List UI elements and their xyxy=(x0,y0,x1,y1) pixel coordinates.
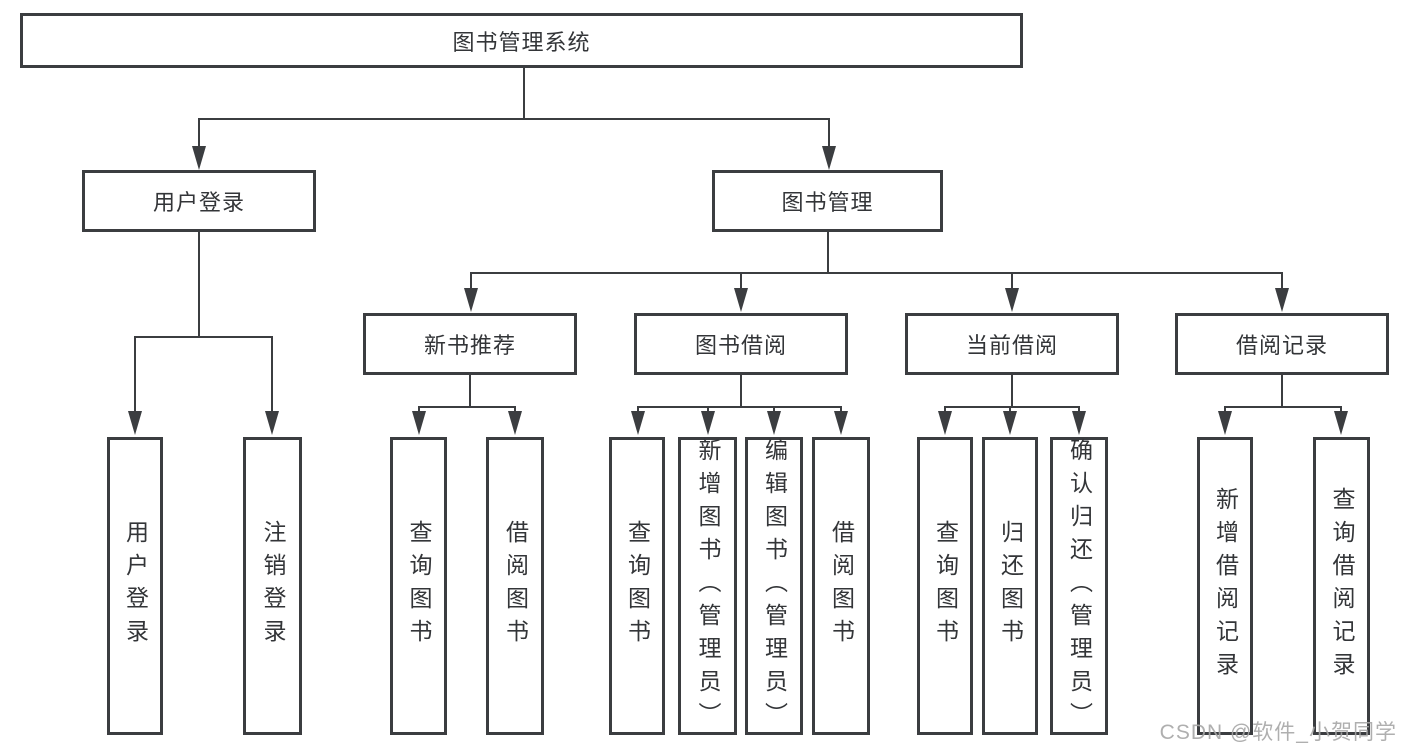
arrowhead-leaf-logout xyxy=(265,411,279,435)
leaf-query-books-newrec: 查询图书 xyxy=(390,437,447,735)
connector-root-bar xyxy=(198,118,830,120)
connector-drop-leaf-logout xyxy=(271,336,273,415)
connector-drop-l11 xyxy=(1078,406,1080,415)
connector-currentborrow-bar xyxy=(944,406,1080,408)
connector-userlogin-bar xyxy=(134,336,273,338)
node-book-borrow: 图书借阅 xyxy=(634,313,848,375)
node-borrow-records: 借阅记录 xyxy=(1175,313,1389,375)
leaf-add-books-admin: 新增图书（管理员） xyxy=(678,437,737,735)
node-book-management: 图书管理 xyxy=(712,170,943,232)
arrowhead-book-borrow xyxy=(734,288,748,312)
leaf-label: 新增图书（管理员） xyxy=(695,437,721,735)
connector-currentborrow-stub xyxy=(1011,375,1013,408)
leaf-user-login: 用户登录 xyxy=(107,437,163,735)
leaf-borrow-books: 借阅图书 xyxy=(812,437,870,735)
arrowhead-l11 xyxy=(1072,411,1086,435)
leaf-query-borrow-record: 查询借阅记录 xyxy=(1313,437,1370,735)
leaf-logout: 注销登录 xyxy=(243,437,302,735)
leaf-query-books-current: 查询图书 xyxy=(917,437,973,735)
connector-drop-new-books xyxy=(470,272,472,290)
connector-drop-l9 xyxy=(944,406,946,415)
connector-drop-book-mgmt xyxy=(828,118,830,148)
arrowhead-l8 xyxy=(834,411,848,435)
arrowhead-leaf-login xyxy=(128,411,142,435)
arrowhead-current-borrow xyxy=(1005,288,1019,312)
leaf-label: 查询图书 xyxy=(932,520,959,652)
leaf-label: 查询借阅记录 xyxy=(1329,487,1355,685)
connector-drop-l8 xyxy=(840,406,842,415)
node-new-book-recommend: 新书推荐 xyxy=(363,313,577,375)
connector-newbooks-stub xyxy=(469,375,471,408)
arrowhead-l10 xyxy=(1003,411,1017,435)
leaf-label: 注销登录 xyxy=(260,520,286,652)
leaf-return-books: 归还图书 xyxy=(982,437,1038,735)
connector-drop-book-borrow xyxy=(740,272,742,290)
leaf-label: 编辑图书（管理员） xyxy=(761,437,788,735)
connector-newbooks-bar xyxy=(418,406,516,408)
leaf-query-books-borrow: 查询图书 xyxy=(609,437,665,735)
arrowhead-l12 xyxy=(1218,411,1232,435)
arrowhead-l13 xyxy=(1334,411,1348,435)
node-user-login: 用户登录 xyxy=(82,170,316,232)
connector-drop-l5 xyxy=(637,406,639,415)
connector-bookmgmt-bar xyxy=(470,272,1283,274)
connector-drop-l3 xyxy=(418,406,420,415)
connector-drop-l7 xyxy=(773,406,775,415)
leaf-label: 查询图书 xyxy=(406,520,432,652)
connector-bookborrow-stub xyxy=(740,375,742,408)
arrowhead-book-mgmt xyxy=(822,146,836,170)
connector-drop-l6 xyxy=(707,406,709,415)
connector-drop-l12 xyxy=(1224,406,1226,415)
arrowhead-l7 xyxy=(767,411,781,435)
connector-bookborrow-bar xyxy=(637,406,842,408)
connector-drop-l13 xyxy=(1340,406,1342,415)
connector-bookmgmt-stub xyxy=(827,232,829,274)
leaf-label: 归还图书 xyxy=(997,520,1024,652)
leaf-label: 借阅图书 xyxy=(828,520,855,652)
node-library-system: 图书管理系统 xyxy=(20,13,1023,68)
connector-drop-leaf-login xyxy=(134,336,136,415)
connector-userlogin-stub xyxy=(198,232,200,338)
leaf-confirm-return-admin: 确认归还（管理员） xyxy=(1050,437,1108,735)
leaf-edit-books-admin: 编辑图书（管理员） xyxy=(745,437,803,735)
connector-borrowrecords-stub xyxy=(1281,375,1283,408)
connector-drop-current-borrow xyxy=(1011,272,1013,290)
arrowhead-l3 xyxy=(412,411,426,435)
connector-drop-borrow-records xyxy=(1281,272,1283,290)
connector-drop-user-login xyxy=(198,118,200,148)
connector-drop-l4 xyxy=(514,406,516,415)
leaf-borrow-books-newrec: 借阅图书 xyxy=(486,437,544,735)
leaf-label: 确认归还（管理员） xyxy=(1066,437,1093,735)
arrowhead-l6 xyxy=(701,411,715,435)
arrowhead-l5 xyxy=(631,411,645,435)
leaf-label: 查询图书 xyxy=(624,520,651,652)
arrowhead-borrow-records xyxy=(1275,288,1289,312)
leaf-label: 新增借阅记录 xyxy=(1212,487,1239,685)
arrowhead-l9 xyxy=(938,411,952,435)
leaf-label: 借阅图书 xyxy=(502,520,529,652)
connector-borrowrecords-bar xyxy=(1224,406,1342,408)
csdn-watermark: CSDN @软件_小贺同学 xyxy=(1159,721,1397,744)
connector-drop-l10 xyxy=(1009,406,1011,415)
arrowhead-new-books xyxy=(464,288,478,312)
arrowhead-user-login xyxy=(192,146,206,170)
node-current-borrow: 当前借阅 xyxy=(905,313,1119,375)
leaf-label: 用户登录 xyxy=(122,520,149,652)
leaf-add-borrow-record: 新增借阅记录 xyxy=(1197,437,1253,735)
connector-root-stub xyxy=(523,68,525,120)
arrowhead-l4 xyxy=(508,411,522,435)
